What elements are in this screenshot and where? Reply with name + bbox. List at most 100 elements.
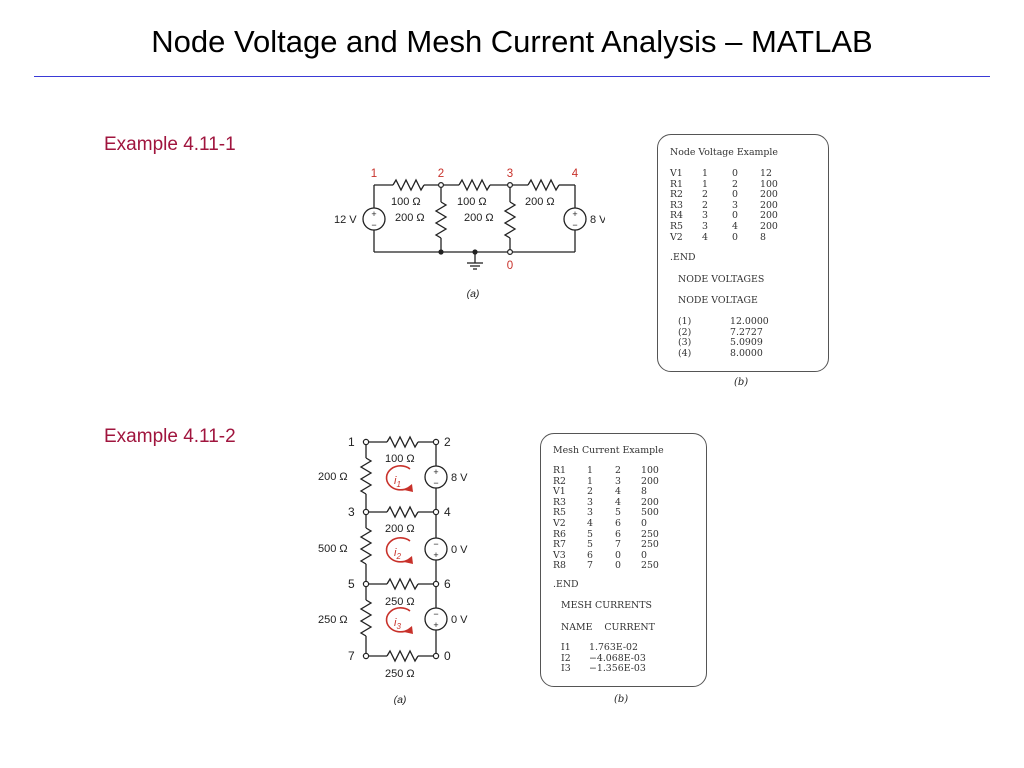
- results-column-header: NODE VOLTAGE: [678, 295, 758, 306]
- resistor-label: 100 Ω: [457, 196, 487, 208]
- netlist-title: Mesh Current Example: [553, 445, 664, 456]
- netlist-cell: 250: [641, 560, 659, 572]
- node-label: 1: [348, 435, 355, 449]
- netlist-cell: 1: [702, 178, 708, 190]
- node-voltage-circuit: +− +− 1 2 3 4 0 100 Ω 100 Ω 200 Ω 200 Ω …: [334, 168, 605, 300]
- netlist-cell: (4): [678, 347, 692, 359]
- netlist-cell: 3: [702, 210, 708, 222]
- netlist-cell: 0: [615, 549, 621, 561]
- netlist-cell: V2: [670, 231, 683, 243]
- svg-text:−: −: [572, 220, 577, 230]
- circuit-caption: (a): [394, 694, 407, 706]
- netlist-cell: 5.0909: [730, 337, 763, 349]
- node-label: 5: [348, 577, 355, 591]
- source-label: 0 V: [451, 614, 468, 626]
- netlist-cell: V1: [670, 168, 683, 179]
- svg-text:+: +: [433, 550, 438, 560]
- netlist-cell: 7: [587, 560, 593, 572]
- netlist-cell: 1: [702, 168, 708, 179]
- netlist-cell: 0: [732, 210, 738, 222]
- netlist-row: I3−1.356E-03: [541, 663, 706, 675]
- netlist-cell: R7: [553, 539, 567, 551]
- netlist-cell: 3: [702, 221, 708, 232]
- netlist-cell: 6: [615, 528, 621, 540]
- netlist-cell: 200: [760, 210, 778, 222]
- node-label: 7: [348, 649, 355, 663]
- netlist-cell: 3: [587, 507, 593, 519]
- svg-text:−: −: [371, 220, 376, 230]
- netlist-cell: 100: [760, 178, 778, 190]
- netlist-row: I1 1.763E-02: [541, 642, 706, 654]
- netlist-cell: −4.068E-03: [589, 652, 646, 664]
- netlist-cell: R1: [553, 465, 567, 476]
- node-label: 3: [348, 505, 355, 519]
- netlist-end: .END: [553, 579, 579, 590]
- netlist-cell: 250: [641, 539, 659, 551]
- node-label: 4: [572, 168, 579, 180]
- netlist-cell: 0: [732, 231, 738, 243]
- netlist-cell: 4: [615, 486, 621, 498]
- netlist-cell: V3: [553, 549, 566, 561]
- node-label: 2: [438, 168, 444, 180]
- resistor-label: 250 Ω: [385, 668, 415, 680]
- netlist-cell: 200: [760, 189, 778, 201]
- resistor-label: 100 Ω: [391, 196, 421, 208]
- netlist-cell: 0: [732, 189, 738, 201]
- netlist-cell: 12: [760, 168, 772, 179]
- netlist-cell: 1.763E-02: [589, 642, 638, 653]
- netlist-cell: I3: [561, 663, 571, 675]
- netlist-cell: 8: [641, 486, 647, 498]
- netlist-cell: 7: [615, 539, 621, 551]
- svg-text:+: +: [433, 467, 438, 477]
- netlist-cell: I1: [561, 642, 571, 653]
- netlist-cell: (1): [678, 316, 692, 327]
- netlist-cell: 200: [760, 199, 778, 211]
- netlist-cell: 4: [732, 221, 738, 232]
- netlist-end: .END: [670, 252, 696, 263]
- node-label: 1: [371, 168, 377, 180]
- svg-text:−: −: [433, 478, 438, 488]
- netlist-cell: 2: [615, 465, 621, 476]
- netlist-cell: 200: [760, 221, 778, 232]
- netlist-cell: 2: [732, 178, 738, 190]
- netlist-cell: (2): [678, 326, 692, 338]
- svg-text:−: −: [433, 609, 438, 619]
- netlist-cell: 3: [587, 496, 593, 508]
- netlist-cell: 6: [615, 518, 621, 529]
- node-label: 4: [444, 505, 451, 519]
- resistor-label: 100 Ω: [385, 453, 415, 465]
- resistor-label: 200 Ω: [464, 212, 494, 224]
- netlist-caption: (b): [614, 694, 629, 705]
- resistor-label: 200 Ω: [318, 471, 348, 483]
- netlist-row: (2)7.2727: [658, 326, 828, 339]
- netlist-cell: 200: [641, 496, 659, 508]
- netlist-cell: R1: [670, 178, 684, 190]
- netlist-cell: 3: [615, 475, 621, 487]
- netlist-cell: 0: [615, 560, 621, 572]
- netlist-cell: R2: [670, 189, 684, 201]
- svg-text:+: +: [433, 620, 438, 630]
- svg-text:+: +: [572, 209, 577, 219]
- netlist-cell: 4: [615, 496, 621, 508]
- mesh-current-label: i2: [394, 547, 401, 561]
- netlist-row: (4)8.0000: [658, 347, 828, 360]
- netlist-cell: 5: [615, 507, 621, 519]
- netlist-cell: R2: [553, 475, 567, 487]
- netlist-cell: 250: [641, 528, 659, 540]
- mesh-current-label: i1: [394, 475, 401, 489]
- mesh-current-circuit: +− −+ −+ 1 2 3 4 5 6 7 0 100 Ω 200 Ω 200…: [318, 435, 468, 706]
- example-1-label: Example 4.11-1: [104, 134, 236, 155]
- resistor-label: 200 Ω: [525, 196, 555, 208]
- slide-title: Node Voltage and Mesh Current Analysis –…: [151, 24, 873, 59]
- netlist-cell: 4: [702, 231, 708, 243]
- netlist-row: I2−4.068E-03: [541, 652, 706, 665]
- source-label: 12 V: [334, 214, 357, 226]
- resistor-label: 500 Ω: [318, 543, 348, 555]
